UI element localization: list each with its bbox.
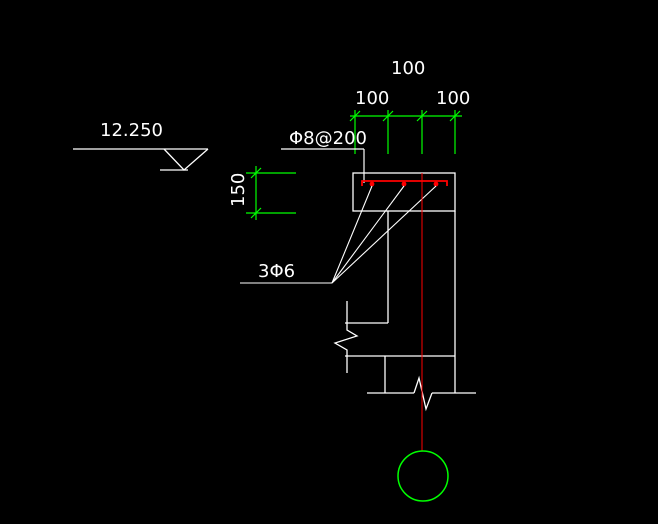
stirrup-leader (281, 148, 365, 183)
bar-label: 3Φ6 (258, 261, 295, 282)
elevation-label: 12.250 (100, 120, 163, 141)
bar-leader (240, 185, 437, 284)
top-dimensions (349, 110, 462, 154)
axis-circle (397, 450, 449, 502)
rebar-stirrup (361, 180, 448, 186)
stirrup-label: Φ8@200 (289, 128, 367, 149)
beam-section-outline (333, 172, 476, 412)
elevation-triangle (163, 148, 209, 171)
dimension-top-label: 100 (391, 58, 425, 79)
dimension-left-label: 100 (355, 88, 389, 109)
elevation-marker (73, 148, 209, 171)
dimension-right-label: 100 (436, 88, 470, 109)
rebar-bars (369, 181, 439, 187)
height-dimension (246, 166, 296, 220)
height-dimension-label: 150 (228, 173, 249, 207)
